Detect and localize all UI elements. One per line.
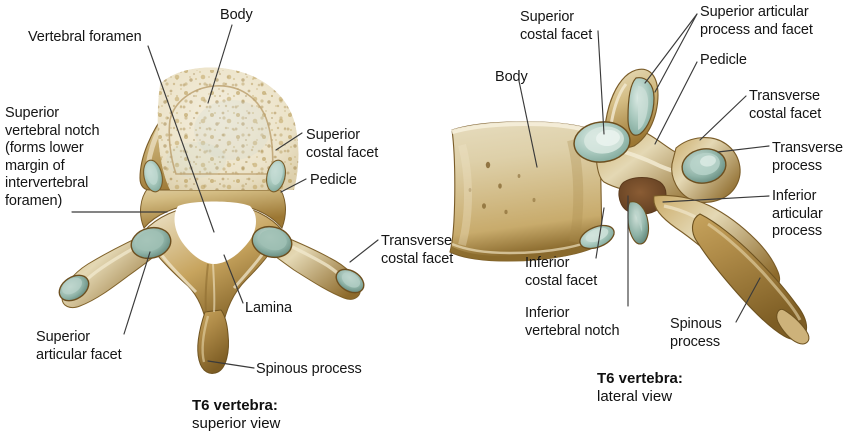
caption-subtitle: lateral view xyxy=(597,388,673,405)
label-line: Superior articular xyxy=(700,4,809,20)
label-line: Pedicle xyxy=(700,52,747,68)
label-line: foramen) xyxy=(5,192,63,209)
leader-lamina xyxy=(223,254,244,304)
vertebral-foramen-opening xyxy=(174,201,256,264)
label-line: costal facet xyxy=(306,144,379,161)
label-line: process xyxy=(772,223,823,239)
label-line: Inferior xyxy=(772,188,817,204)
label-line: vertebral notch xyxy=(525,322,620,339)
label-line: Pedicle xyxy=(310,172,357,188)
leader-body xyxy=(207,24,233,104)
leader-lat-sup-art-proc-a xyxy=(644,13,698,84)
leader-lat-superior-costal-facet xyxy=(597,30,605,135)
label-line: Transverse xyxy=(749,88,820,104)
leader-superior-costal-facet xyxy=(275,132,303,151)
label-line: Superior xyxy=(5,105,60,121)
label-line: Spinous xyxy=(670,316,722,332)
label-superior-view-body: Body xyxy=(220,7,253,25)
leader-lines xyxy=(71,13,770,369)
leader-lat-pedicle xyxy=(654,61,698,145)
caption-superior-view: T6 vertebra:superior view xyxy=(192,397,280,433)
leader-superior-articular-facet xyxy=(123,251,151,335)
label-line: process and facet xyxy=(700,21,813,38)
label-line: costal facet xyxy=(749,105,822,122)
leader-lat-inferior-costal-facet xyxy=(595,207,605,259)
caption-title: T6 vertebra: xyxy=(597,370,683,387)
label-line: articular facet xyxy=(36,346,122,363)
lateral-view-bone xyxy=(449,68,810,345)
leader-lat-transverse-costal-facet xyxy=(699,95,747,141)
body-nutrient-foramina xyxy=(458,138,584,247)
label-line: costal facet xyxy=(525,272,598,289)
label-superior-view-pedicle: Pedicle xyxy=(310,172,357,190)
label-line: Superior xyxy=(520,9,575,25)
label-line: articular xyxy=(772,205,823,222)
label-line: intervertebral xyxy=(5,175,89,191)
label-line: Spinous process xyxy=(256,361,362,377)
label-line: Superior xyxy=(36,329,91,345)
leader-lat-sup-art-proc-b xyxy=(654,13,698,93)
label-lateral-view-body: Body xyxy=(495,69,528,87)
leader-lat-body xyxy=(518,80,538,168)
label-line: process xyxy=(772,157,823,174)
label-line: Superior xyxy=(306,127,361,143)
leader-pedicle xyxy=(280,178,307,193)
leader-spinous-process-sup xyxy=(207,360,255,369)
label-line: Transverse xyxy=(381,233,452,249)
leader-vertebral-foramen xyxy=(147,45,215,233)
label-line: Transverse xyxy=(772,140,843,156)
leader-lat-spinous-process xyxy=(735,277,761,323)
superior-view-bone xyxy=(58,67,365,374)
label-line: Inferior xyxy=(525,305,570,321)
label-line: Lamina xyxy=(245,300,292,316)
label-line: Body xyxy=(495,69,528,85)
label-line: (forms lower xyxy=(5,140,84,156)
label-line: vertebral notch xyxy=(5,122,100,139)
label-lateral-view-pedicle: Pedicle xyxy=(700,52,747,70)
leader-lat-transverse-process xyxy=(717,145,770,153)
label-line: Body xyxy=(220,7,253,23)
label-line: process xyxy=(670,333,721,350)
caption-lateral-view: T6 vertebra:lateral view xyxy=(597,370,683,406)
label-superior-view-vertebral-foramen: Vertebral foramen xyxy=(28,29,142,47)
spinous-process-tip xyxy=(776,308,810,345)
label-superior-view-spinous-process: Spinous process xyxy=(256,361,362,379)
label-line: Inferior xyxy=(525,255,570,271)
caption-subtitle: superior view xyxy=(192,415,281,432)
leader-transverse-costal-facet-sup xyxy=(349,239,379,263)
caption-title: T6 vertebra: xyxy=(192,397,278,414)
label-line: costal facet xyxy=(520,26,593,43)
label-line: costal facet xyxy=(381,250,454,267)
label-superior-view-lamina: Lamina xyxy=(245,300,292,318)
label-line: margin of xyxy=(5,157,65,174)
leader-lat-inferior-articular-process xyxy=(662,195,770,203)
label-line: Vertebral foramen xyxy=(28,29,142,45)
